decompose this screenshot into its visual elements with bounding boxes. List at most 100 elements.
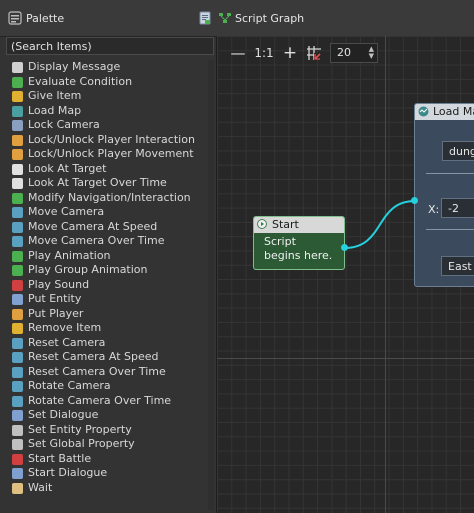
palette-item[interactable]: Play Group Animation bbox=[10, 263, 215, 278]
palette-item-label: Move Camera Over Time bbox=[28, 234, 165, 247]
animation-icon bbox=[12, 250, 23, 262]
start-output-port[interactable] bbox=[341, 244, 348, 251]
palette-item-label: Evaluate Condition bbox=[28, 74, 133, 88]
condition-icon bbox=[12, 76, 23, 88]
x-field-value: -2 bbox=[448, 202, 459, 215]
palette-item[interactable]: Put Player bbox=[10, 307, 215, 322]
entity-icon bbox=[12, 294, 23, 305]
camera-icon bbox=[12, 221, 23, 233]
palette-item[interactable]: Set Dialogue bbox=[10, 408, 215, 423]
palette-item[interactable]: Move Camera At Speed bbox=[10, 220, 215, 235]
palette-item-label: Put Entity bbox=[28, 292, 82, 305]
palette-item-label: Display Message bbox=[28, 60, 121, 73]
palette-item-label: Set Global Property bbox=[28, 437, 135, 450]
palette-item[interactable]: Play Animation bbox=[10, 249, 215, 264]
hourglass-icon bbox=[12, 482, 23, 494]
graph-tab-bar: Script Graph bbox=[192, 0, 474, 37]
palette-item[interactable]: Look At Target bbox=[10, 162, 215, 177]
palette-item[interactable]: Reset Camera Over Time bbox=[10, 365, 215, 380]
start-node-header[interactable]: Start bbox=[254, 217, 344, 233]
palette-item[interactable]: Rotate Camera bbox=[10, 379, 215, 394]
x-field-input[interactable]: -2 bbox=[441, 198, 474, 218]
palette-item[interactable]: Play Sound bbox=[10, 278, 215, 293]
palette-item[interactable]: Set Global Property bbox=[10, 437, 215, 452]
palette-item-label: Give Item bbox=[28, 89, 82, 102]
palette-item[interactable]: Set Entity Property bbox=[10, 423, 215, 438]
camera-icon bbox=[12, 236, 23, 247]
map-icon bbox=[12, 105, 23, 117]
palette-item-label: Move Camera bbox=[28, 205, 105, 218]
start-node-body: Script begins here. bbox=[254, 233, 344, 263]
document-icon[interactable] bbox=[198, 11, 212, 25]
map-select-value: dung bbox=[449, 145, 474, 158]
palette-item[interactable]: Lock Camera bbox=[10, 118, 215, 133]
palette-scrollbar[interactable] bbox=[208, 60, 214, 510]
palette-item[interactable]: Load Map bbox=[10, 104, 215, 119]
palette-item[interactable]: Put Entity bbox=[10, 292, 215, 307]
palette-item-label: Start Battle bbox=[28, 451, 92, 465]
play-icon bbox=[257, 219, 267, 229]
palette-title: Palette bbox=[26, 12, 65, 25]
dialogue-icon bbox=[12, 468, 23, 479]
palette-item[interactable]: Remove Item bbox=[10, 321, 215, 336]
palette-item[interactable]: Wait bbox=[10, 481, 215, 496]
stepper-arrows-icon[interactable]: ▲▼ bbox=[368, 45, 374, 60]
palette-icon bbox=[8, 11, 22, 25]
palette-item-label: Rotate Camera bbox=[28, 379, 111, 392]
zoom-in-button[interactable]: + bbox=[282, 43, 298, 63]
grid-major-line bbox=[385, 36, 386, 513]
palette-item-label: Start Dialogue bbox=[28, 466, 108, 479]
snap-grid-icon[interactable] bbox=[306, 45, 322, 61]
start-node-text-line1: Script bbox=[264, 235, 296, 248]
node-divider bbox=[426, 229, 474, 230]
key-icon bbox=[12, 91, 23, 102]
property-icon bbox=[12, 424, 23, 436]
direction-select[interactable]: East bbox=[441, 256, 474, 276]
start-node[interactable]: Start Script begins here. bbox=[253, 216, 345, 270]
sound-icon bbox=[12, 279, 23, 291]
palette-item-label: Play Group Animation bbox=[28, 263, 148, 276]
palette-item-label: Look At Target Over Time bbox=[28, 176, 167, 189]
zoom-out-button[interactable]: — bbox=[230, 44, 246, 62]
palette-item-label: Lock/Unlock Player Movement bbox=[28, 147, 194, 160]
graph-tab-title[interactable]: Script Graph bbox=[235, 12, 305, 25]
palette-item[interactable]: Lock/Unlock Player Movement bbox=[10, 147, 215, 162]
load-map-node-title: Load Map bbox=[433, 105, 474, 118]
load-map-node-header[interactable]: Load Map bbox=[415, 104, 474, 120]
message-icon bbox=[12, 62, 23, 73]
palette-item[interactable]: Start Dialogue bbox=[10, 466, 215, 481]
camera-icon bbox=[12, 352, 23, 363]
graph-icon bbox=[219, 13, 231, 23]
grid-size-stepper[interactable]: 20 ▲▼ bbox=[330, 43, 378, 63]
palette-item-label: Look At Target bbox=[28, 161, 107, 175]
x-field-label: X: bbox=[428, 203, 440, 216]
map-select[interactable]: dung bbox=[442, 141, 474, 161]
palette-item[interactable]: Move Camera Over Time bbox=[10, 234, 215, 249]
zoom-reset-button[interactable]: 1:1 bbox=[254, 46, 274, 60]
palette-item[interactable]: Look At Target Over Time bbox=[10, 176, 215, 191]
property-icon bbox=[12, 439, 23, 450]
palette-item[interactable]: Display Message bbox=[10, 60, 215, 75]
palette-item[interactable]: Modify Navigation/Interaction bbox=[10, 191, 215, 206]
palette-item[interactable]: Move Camera bbox=[10, 205, 215, 220]
palette-item[interactable]: Rotate Camera Over Time bbox=[10, 394, 215, 409]
palette-item[interactable]: Lock/Unlock Player Interaction bbox=[10, 133, 215, 148]
palette-item-label: Set Entity Property bbox=[28, 422, 132, 436]
palette-item[interactable]: Evaluate Condition bbox=[10, 75, 215, 90]
eye-icon bbox=[12, 163, 23, 175]
camera-icon bbox=[12, 207, 23, 218]
palette-item[interactable]: Start Battle bbox=[10, 452, 215, 467]
palette-item[interactable]: Reset Camera bbox=[10, 336, 215, 351]
player-lock-icon bbox=[12, 134, 23, 146]
palette-header: Palette bbox=[0, 0, 216, 37]
camera-icon bbox=[12, 381, 23, 392]
load-map-input-port[interactable] bbox=[411, 197, 418, 204]
palette-item-label: Wait bbox=[28, 480, 53, 494]
palette-search-input[interactable]: (Search Items) bbox=[6, 37, 214, 55]
palette-item[interactable]: Reset Camera At Speed bbox=[10, 350, 215, 365]
palette-item-label: Load Map bbox=[28, 103, 82, 117]
camera-lock-icon bbox=[12, 120, 23, 131]
palette-item[interactable]: Give Item bbox=[10, 89, 215, 104]
